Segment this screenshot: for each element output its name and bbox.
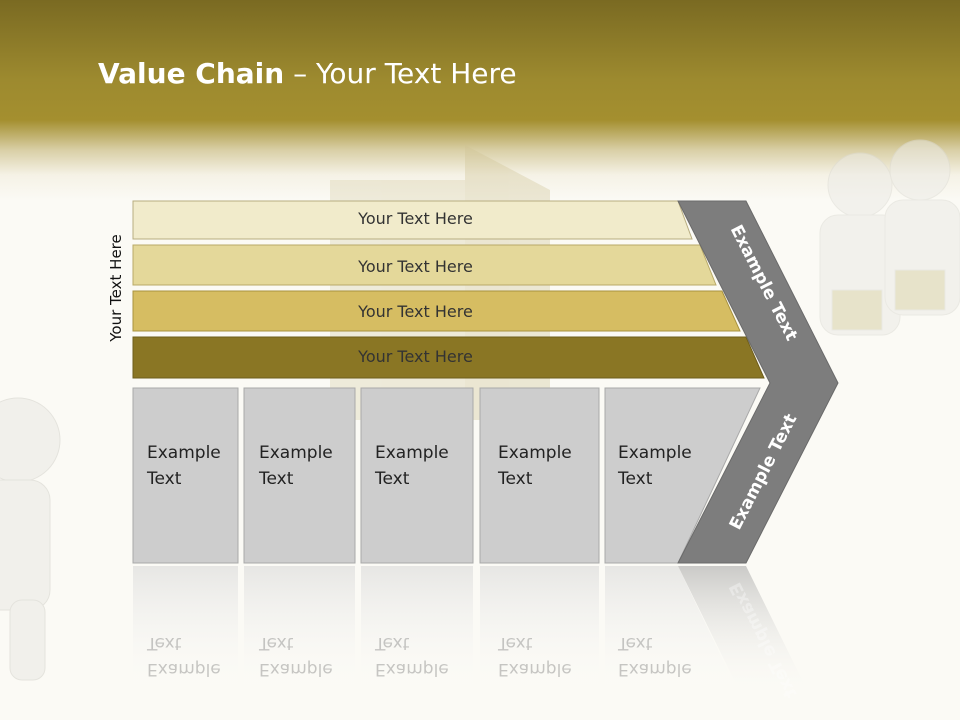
column-label-3-line2: Text (375, 469, 410, 489)
column-reflection-label-5-line1: Example (618, 659, 692, 679)
column-label-2-line2: Text (259, 469, 294, 489)
column-label-2-line1: Example (259, 443, 333, 463)
column-reflection-3 (361, 566, 473, 696)
column-label-5-line2: Text (618, 469, 653, 489)
column-label-4-line1: Example (498, 443, 572, 463)
column-reflection-label-5-line2: Text (618, 633, 653, 653)
row-bar-3 (132, 290, 741, 332)
row-bar-1 (132, 200, 693, 240)
column-label-3-line1: Example (375, 443, 449, 463)
column-label-4-line2: Text (498, 469, 533, 489)
column-reflection-label-3-line1: Example (375, 659, 449, 679)
title-rest: – Your Text Here (284, 57, 517, 90)
row-label-1: Your Text Here (358, 209, 473, 228)
column-reflection-label-4-line1: Example (498, 659, 572, 679)
column-box-3 (360, 387, 474, 564)
column-reflection-label-1: Example Text (147, 630, 221, 682)
column-label-1-line1: Example (147, 443, 221, 463)
column-reflection-label-2-line2: Text (259, 633, 294, 653)
column-reflection-label-4-line2: Text (498, 633, 533, 653)
row-label-2: Your Text Here (358, 257, 473, 276)
column-reflection-5 (605, 566, 740, 696)
column-reflection-label-5: Example Text (618, 630, 692, 682)
column-label-1-line2: Text (147, 469, 182, 489)
column-box-4 (479, 387, 600, 564)
row-label-4: Your Text Here (358, 347, 473, 366)
row-bar-2 (132, 244, 717, 286)
column-reflection-label-1-line2: Text (147, 633, 182, 653)
column-reflection-label-2: Example Text (259, 630, 333, 682)
column-reflection-label-3: Example Text (375, 630, 449, 682)
row-bar-4 (132, 336, 765, 379)
column-box-1 (132, 387, 239, 564)
title-bold: Value Chain (98, 57, 285, 90)
column-reflection-label-4: Example Text (498, 630, 572, 682)
column-reflection-label-3-line2: Text (375, 633, 410, 653)
column-box-2 (243, 387, 356, 564)
chevron-arrow (677, 200, 839, 564)
row-label-3: Your Text Here (358, 302, 473, 321)
column-reflection-label-2-line1: Example (259, 659, 333, 679)
column-reflection-2 (244, 566, 355, 696)
column-label-5-line1: Example (618, 443, 692, 463)
column-reflection-4 (480, 566, 599, 696)
page-title: Value Chain – Your Text Here (98, 56, 517, 96)
chevron-reflection (678, 566, 810, 696)
column-reflection-1 (133, 566, 238, 696)
header-band (0, 0, 960, 200)
column-reflection-label-1-line1: Example (147, 659, 221, 679)
